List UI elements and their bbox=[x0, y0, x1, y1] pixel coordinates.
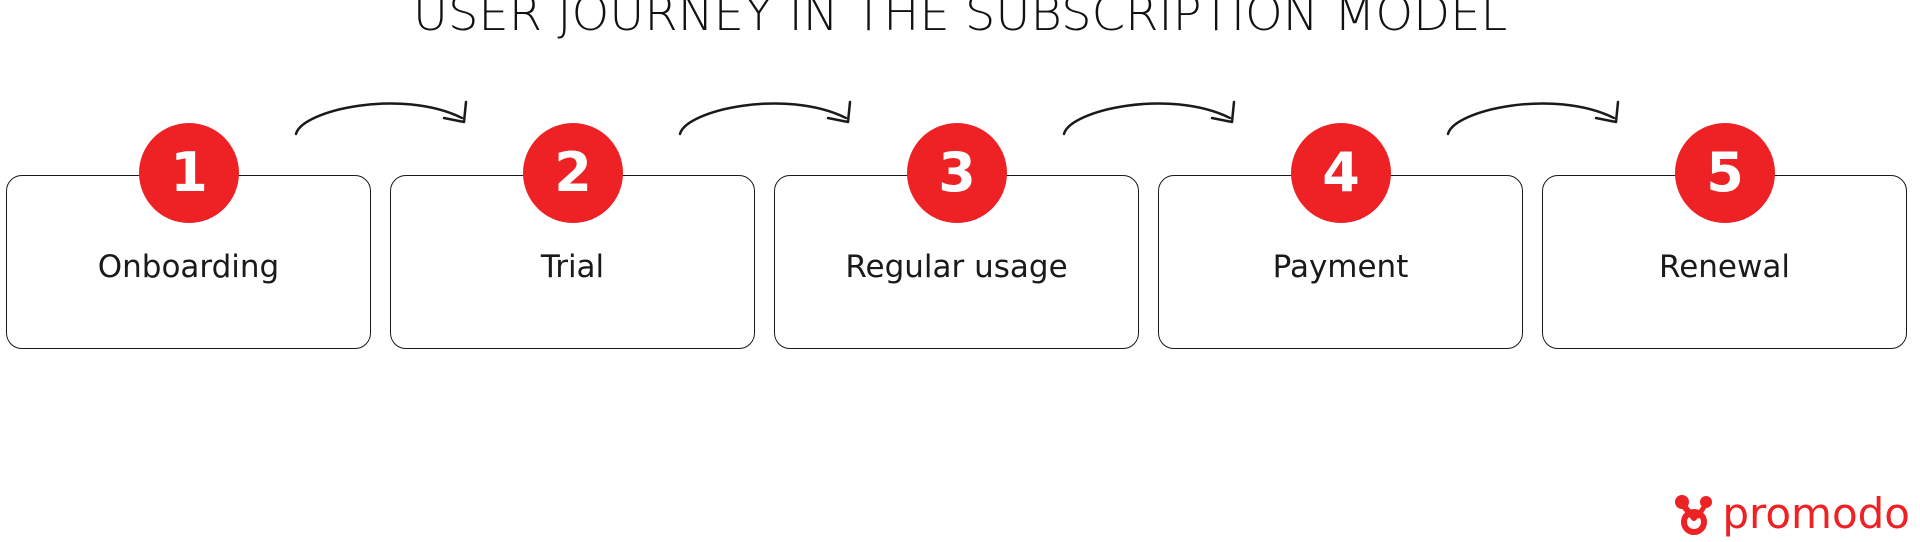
promodo-logo-icon bbox=[1675, 495, 1713, 535]
logo-text: promodo bbox=[1722, 489, 1910, 538]
step-5-number: 5 bbox=[1675, 123, 1775, 223]
step-2-label: Trial bbox=[540, 249, 605, 285]
curved-arrow-icon bbox=[294, 100, 468, 136]
promodo-logo: promodo bbox=[1672, 490, 1910, 538]
curved-arrow-icon bbox=[1446, 100, 1620, 136]
diagram-title: USER JOURNEY IN THE SUBSCRIPTION MODEL bbox=[412, 0, 1508, 42]
step-4-number: 4 bbox=[1291, 123, 1391, 223]
step-2-number: 2 bbox=[523, 123, 623, 223]
step-5-label: Renewal bbox=[1659, 249, 1790, 285]
step-3-label: Regular usage bbox=[845, 249, 1068, 285]
step-1-label: Onboarding bbox=[97, 249, 280, 285]
curved-arrow-icon bbox=[678, 100, 852, 136]
step-1-number: 1 bbox=[139, 123, 239, 223]
step-4-label: Payment bbox=[1272, 249, 1409, 285]
curved-arrow-icon bbox=[1062, 100, 1236, 136]
step-3-number: 3 bbox=[907, 123, 1007, 223]
